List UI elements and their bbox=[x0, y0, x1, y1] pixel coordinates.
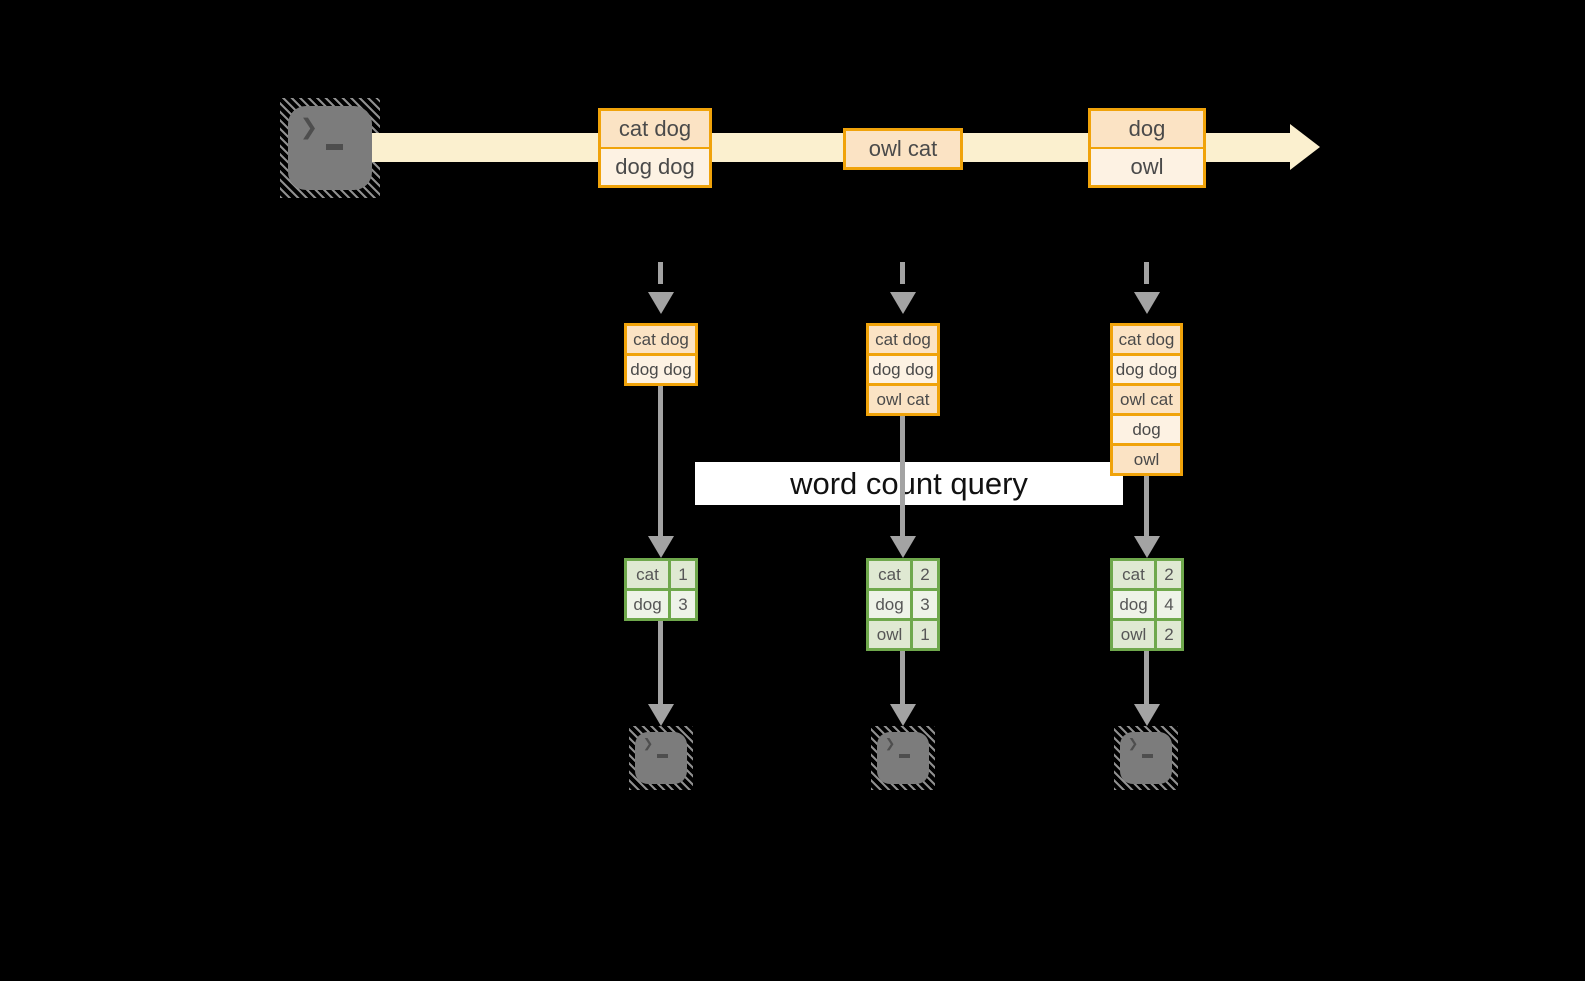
down-arrowhead-icon bbox=[648, 536, 674, 558]
record-label: dog bbox=[1091, 111, 1203, 147]
output-terminal-icon-2: ❯ bbox=[871, 726, 935, 790]
connector-line bbox=[658, 386, 663, 538]
down-arrowhead-icon bbox=[890, 292, 916, 314]
connector-line bbox=[1144, 651, 1149, 706]
dashed-arrow-segment bbox=[900, 262, 905, 284]
record-label: owl cat bbox=[1113, 386, 1180, 413]
query-label: word count query bbox=[790, 465, 1028, 501]
record-label: cat dog bbox=[601, 111, 709, 147]
count-cell: 2 bbox=[1157, 621, 1181, 648]
down-arrowhead-icon bbox=[1134, 704, 1160, 726]
record-label: dog dog bbox=[601, 149, 709, 185]
count-cell: 2 bbox=[913, 561, 937, 588]
word-cell: owl bbox=[869, 621, 910, 648]
connector-line bbox=[900, 416, 905, 538]
connector-line bbox=[900, 651, 905, 706]
prompt-chevron-icon: ❯ bbox=[885, 734, 896, 754]
query-banner: word count query bbox=[695, 462, 1123, 505]
down-arrowhead-icon bbox=[1134, 292, 1160, 314]
word-cell: owl bbox=[1113, 621, 1154, 648]
record-label: cat dog bbox=[869, 326, 937, 353]
count-cell: 1 bbox=[913, 621, 937, 648]
state-stack-1: cat dog dog dog bbox=[624, 323, 698, 386]
word-cell: dog bbox=[627, 591, 668, 618]
connector-line bbox=[658, 621, 663, 706]
cursor-icon bbox=[326, 144, 343, 150]
count-cell: 2 bbox=[1157, 561, 1181, 588]
record-label: owl bbox=[1113, 446, 1180, 473]
cursor-icon bbox=[1142, 754, 1153, 758]
word-cell: dog bbox=[869, 591, 910, 618]
cursor-icon bbox=[899, 754, 910, 758]
word-cell: cat bbox=[1113, 561, 1154, 588]
count-cell: 1 bbox=[671, 561, 695, 588]
down-arrowhead-icon bbox=[890, 536, 916, 558]
terminal-screen: ❯ bbox=[1120, 732, 1172, 784]
terminal-screen: ❯ bbox=[288, 106, 372, 190]
record-label: cat dog bbox=[1113, 326, 1180, 353]
down-arrowhead-icon bbox=[890, 704, 916, 726]
record-label: cat dog bbox=[627, 326, 695, 353]
prompt-chevron-icon: ❯ bbox=[1128, 734, 1139, 754]
count-cell: 4 bbox=[1157, 591, 1181, 618]
dashed-arrow-segment bbox=[1144, 262, 1149, 284]
count-cell: 3 bbox=[913, 591, 937, 618]
record-label: dog dog bbox=[627, 356, 695, 383]
down-arrowhead-icon bbox=[648, 292, 674, 314]
state-stack-2: cat dog dog dog owl cat bbox=[866, 323, 940, 416]
record-label: dog dog bbox=[869, 356, 937, 383]
connector-line bbox=[1144, 476, 1149, 538]
down-arrowhead-icon bbox=[1134, 536, 1160, 558]
dashed-arrow-segment bbox=[658, 262, 663, 284]
word-cell: cat bbox=[627, 561, 668, 588]
word-cell: cat bbox=[869, 561, 910, 588]
stream-arrowhead-icon bbox=[1290, 124, 1320, 170]
record-label: dog bbox=[1113, 416, 1180, 443]
cursor-icon bbox=[657, 754, 668, 758]
record-label: dog dog bbox=[1113, 356, 1180, 383]
down-arrowhead-icon bbox=[648, 704, 674, 726]
prompt-chevron-icon: ❯ bbox=[643, 734, 654, 754]
stream-event-group-2: owl cat bbox=[843, 128, 963, 170]
record-label: owl bbox=[1091, 149, 1203, 185]
terminal-screen: ❯ bbox=[635, 732, 687, 784]
record-label: owl cat bbox=[869, 386, 937, 413]
record-label: owl cat bbox=[846, 131, 960, 167]
output-terminal-icon-1: ❯ bbox=[629, 726, 693, 790]
word-cell: dog bbox=[1113, 591, 1154, 618]
terminal-screen: ❯ bbox=[877, 732, 929, 784]
count-cell: 3 bbox=[671, 591, 695, 618]
state-stack-3: cat dog dog dog owl cat dog owl bbox=[1110, 323, 1183, 476]
output-terminal-icon-3: ❯ bbox=[1114, 726, 1178, 790]
prompt-chevron-icon: ❯ bbox=[300, 110, 319, 145]
source-terminal-icon: ❯ bbox=[280, 98, 380, 198]
